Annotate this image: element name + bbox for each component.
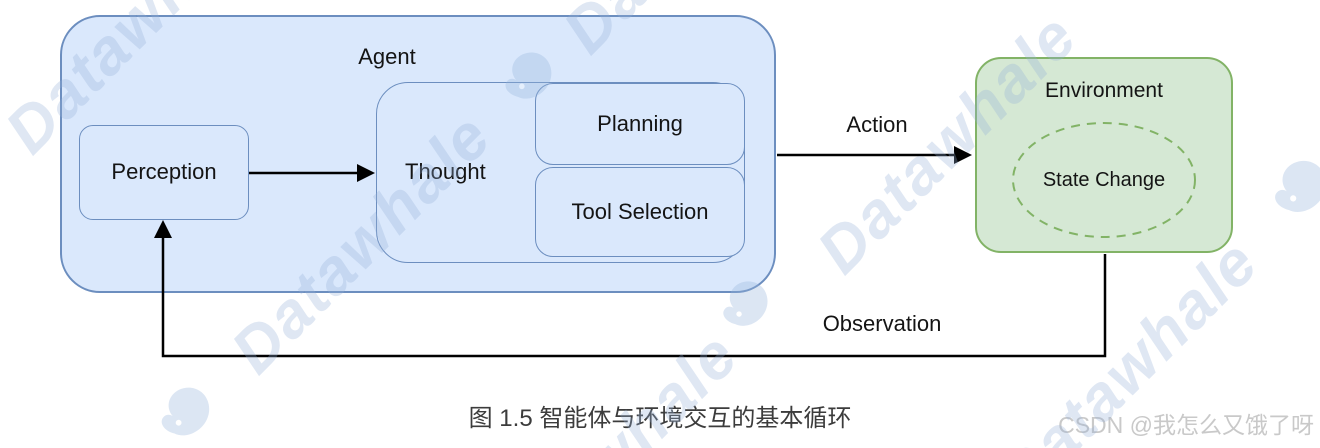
- thought-label: Thought: [405, 159, 486, 185]
- action-arrowhead: [954, 146, 972, 164]
- tool-selection-node: Tool Selection: [535, 167, 745, 257]
- whale-icon: [1261, 149, 1320, 227]
- planning-node: Planning: [535, 83, 745, 165]
- observation-edge-label: Observation: [822, 311, 942, 336]
- environment-label: Environment: [1045, 79, 1163, 102]
- state-change-node: State Change: [1013, 123, 1195, 237]
- perception-node: Perception: [79, 125, 249, 220]
- state-change-label: State Change: [1042, 168, 1166, 191]
- tool-selection-label: Tool Selection: [571, 198, 709, 224]
- perception-label: Perception: [111, 159, 217, 185]
- agent-label: Agent: [358, 44, 416, 69]
- planning-label: Planning: [597, 110, 683, 136]
- csdn-credit-watermark: CSDN @我怎么又饿了呀: [1058, 412, 1314, 438]
- figure-caption: 图 1.5 智能体与环境交互的基本循环: [468, 405, 852, 432]
- action-edge-label: Action: [846, 112, 908, 137]
